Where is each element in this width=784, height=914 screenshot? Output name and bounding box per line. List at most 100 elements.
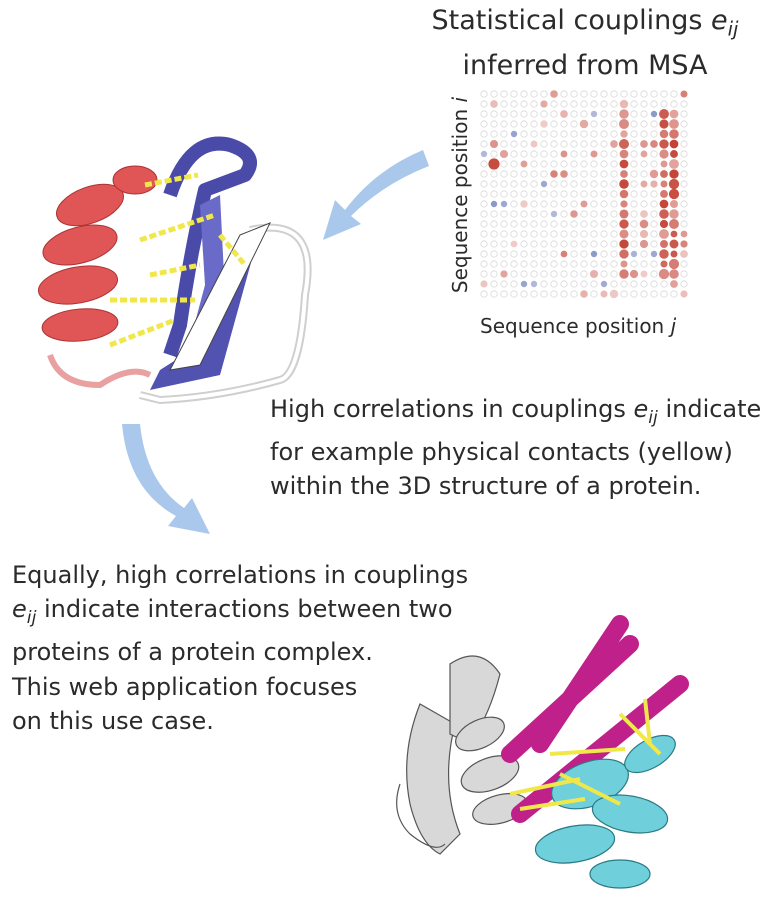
coupling-dot [490, 170, 498, 178]
coupling-dot [530, 120, 538, 128]
coupling-dot [680, 140, 688, 148]
coupling-dot [680, 290, 688, 298]
coupling-dot [590, 90, 598, 98]
coupling-dot [630, 220, 638, 228]
coupling-dot [560, 280, 568, 288]
coupling-dot [600, 120, 608, 128]
coupling-dot [510, 280, 518, 288]
coupling-dot [680, 210, 688, 218]
coupling-dot [530, 140, 538, 148]
coupling-dot [630, 190, 638, 198]
coupling-dot [550, 290, 558, 298]
coupling-dot [630, 280, 638, 288]
coupling-dot [480, 240, 488, 248]
coupling-dot [540, 140, 548, 148]
coupling-dot [610, 100, 618, 108]
coupling-dot [680, 240, 688, 248]
coupling-dot [590, 140, 598, 148]
coupling-dot [570, 240, 578, 248]
coupling-dot [540, 210, 548, 218]
coupling-dot [680, 130, 688, 138]
coupling-dot [590, 120, 598, 128]
coupling-dot [610, 190, 618, 198]
coupling-dot [510, 100, 518, 108]
coupling-dot [630, 240, 638, 248]
coupling-dot [550, 230, 558, 238]
coupling-dot [560, 180, 568, 188]
coupling-dot [650, 180, 658, 188]
coupling-dot [550, 130, 558, 138]
coupling-dot [590, 220, 598, 228]
coupling-dot [618, 138, 630, 150]
coupling-dot [530, 190, 538, 198]
coupling-dot [580, 110, 588, 118]
coupling-dot [510, 180, 518, 188]
coupling-dot [630, 130, 638, 138]
complex-caption: Equally, high correlations in couplings … [12, 561, 469, 666]
coupling-dot [640, 210, 648, 218]
coupling-dot [669, 219, 679, 229]
coupling-dot [510, 200, 518, 208]
coupling-dot [600, 100, 608, 108]
coupling-dot [560, 200, 568, 208]
coupling-dot [500, 160, 508, 168]
coupling-dot [580, 190, 588, 198]
coupling-dot [550, 120, 558, 128]
coupling-dot [680, 230, 688, 238]
coupling-dot [640, 250, 648, 258]
coupling-dot [510, 170, 518, 178]
coupling-dot [500, 100, 508, 108]
coupling-dot [669, 209, 679, 219]
coupling-dot [600, 190, 608, 198]
coupling-dot [520, 230, 528, 238]
coupling-dot [580, 170, 588, 178]
coupling-dot [650, 130, 658, 138]
coupling-dot [600, 270, 608, 278]
coupling-dot [600, 280, 608, 288]
coupling-dot [600, 140, 608, 148]
coupling-dot [520, 260, 528, 268]
coupling-dot [629, 269, 639, 279]
coupling-dot [480, 110, 488, 118]
coupling-dot [580, 200, 588, 208]
coupling-dot [560, 160, 568, 168]
coupling-dot [480, 90, 488, 98]
coupling-dot [659, 219, 669, 229]
title-line2: inferred from MSA [462, 50, 708, 82]
coupling-dot [600, 90, 608, 98]
coupling-dot [670, 150, 678, 158]
coupling-dot [520, 280, 528, 288]
coupling-dot [530, 290, 538, 298]
coupling-dot [659, 139, 669, 149]
coupling-dot [680, 150, 688, 158]
coupling-dot [550, 110, 558, 118]
coupling-dot [600, 200, 608, 208]
coupling-dot [490, 100, 498, 108]
coupling-dot [570, 210, 578, 218]
coupling-dot [600, 170, 608, 178]
coupling-dot [540, 260, 548, 268]
coupling-dot [630, 210, 638, 218]
coupling-dot [680, 100, 688, 108]
coupling-dot [650, 150, 658, 158]
coupling-dot [610, 200, 618, 208]
coupling-dot [590, 280, 598, 288]
coupling-dot [680, 200, 688, 208]
coupling-dot [580, 90, 588, 98]
coupling-dot [669, 109, 679, 119]
coupling-dot [619, 229, 629, 239]
coupling-dot [540, 180, 548, 188]
coupling-dot [590, 240, 598, 248]
coupling-dot [480, 200, 488, 208]
arrow-to-complex [122, 424, 210, 534]
coupling-dot [590, 160, 598, 168]
coupling-dot [500, 190, 508, 198]
coupling-dot [680, 120, 688, 128]
coupling-dot [500, 140, 508, 148]
coupling-dot [570, 220, 578, 228]
coupling-dot [570, 290, 578, 298]
coupling-dot [490, 130, 498, 138]
coupling-dot [550, 160, 558, 168]
coupling-dot [600, 250, 608, 258]
coupling-dot [540, 90, 548, 98]
